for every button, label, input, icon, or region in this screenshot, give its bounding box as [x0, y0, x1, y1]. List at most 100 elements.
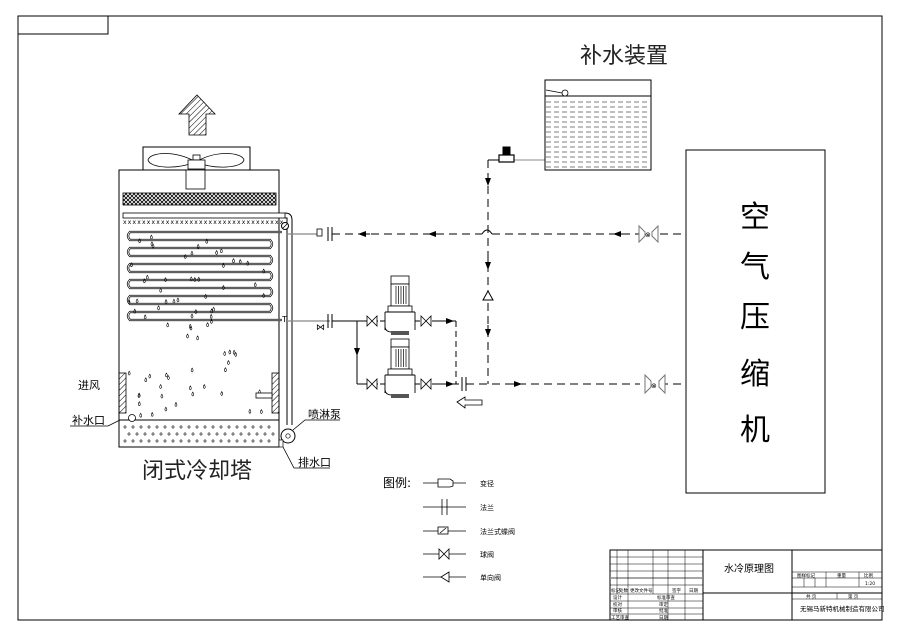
- sign-authorize: 批准: [659, 607, 668, 614]
- basin-water-mark: [235, 439, 239, 443]
- droplet: [189, 276, 193, 282]
- basin-water-mark: [187, 425, 191, 429]
- basin-water-mark: [267, 439, 271, 443]
- basin-water-mark: [203, 425, 207, 429]
- droplet: [150, 234, 153, 240]
- basin-water-mark: [235, 425, 239, 429]
- legend-reducer-icon: [423, 478, 466, 488]
- basin-water-mark: [187, 439, 191, 443]
- revision-header-date: 日期: [689, 588, 698, 594]
- basin-water-mark: [127, 432, 131, 436]
- sign-designer: 设计: [613, 594, 622, 601]
- droplet: [183, 254, 187, 259]
- basin-water-mark: [167, 432, 171, 436]
- basin-water-mark: [123, 439, 127, 443]
- basin-water-mark: [131, 439, 135, 443]
- revision-header-mark: 标记: [611, 587, 620, 594]
- droplet: [232, 258, 235, 264]
- float-valve-icon: [561, 89, 569, 97]
- droplet: [159, 287, 163, 293]
- droplet: [196, 243, 200, 249]
- droplet: [238, 259, 242, 264]
- legend-label-ball-valve: 球阀: [480, 550, 494, 559]
- droplet: [188, 323, 192, 329]
- cooling-tower: xxxxxxxxxxxxxxxxxxxxxxxxxxxxxxxxxx T: [70, 94, 340, 469]
- svg-text:xxxxxxxxxxxxxxxxxxxxxxxxxxxxxx: xxxxxxxxxxxxxxxxxxxxxxxxxxxxxxxxxx: [123, 219, 285, 226]
- basin-water-mark: [195, 439, 199, 443]
- legend-label-check-valve: 单向阀: [480, 573, 501, 582]
- droplet: [202, 383, 206, 389]
- droplet: [174, 401, 178, 407]
- droplet: [186, 333, 189, 339]
- droplet: [143, 314, 147, 320]
- basin-water-mark: [207, 432, 211, 436]
- air-inlet-louvre-right: [271, 372, 280, 414]
- droplet: [253, 282, 257, 287]
- legend-flange-icon: [423, 499, 466, 515]
- droplet: [190, 250, 194, 256]
- droplet: [204, 293, 207, 299]
- basin-water-mark: [259, 439, 263, 443]
- droplet: [190, 313, 194, 319]
- water-droplets: [127, 234, 266, 418]
- droplet: [222, 262, 225, 268]
- sign-standard-review: 标准审查: [657, 594, 675, 601]
- legend-label-reducer: 变径: [480, 479, 494, 488]
- droplet: [262, 268, 266, 274]
- droplet: [191, 391, 195, 397]
- legend-label-butterfly-valve: 法兰式蝶阀: [480, 527, 515, 536]
- revision-header-sign: 签字: [672, 587, 681, 594]
- scale-value: 1:20: [865, 581, 875, 587]
- droplet: [193, 276, 197, 282]
- basin-water-mark: [155, 425, 159, 429]
- basin-water-mark: [215, 432, 219, 436]
- droplet: [130, 262, 133, 268]
- sign-approved-by: 审定: [659, 601, 668, 608]
- sign-date: 日期: [659, 615, 668, 621]
- makeup-inlet-label: 补水口: [72, 414, 105, 427]
- svg-text:缩: 缩: [740, 357, 770, 392]
- droplet: [143, 278, 146, 284]
- droplet: [164, 299, 168, 305]
- droplet: [176, 297, 180, 303]
- droplet: [246, 260, 250, 266]
- butterfly-valve-bottom: ⊗: [644, 373, 666, 395]
- basin-water-mark: [171, 425, 175, 429]
- sheet-no-label: 第 页: [848, 593, 859, 600]
- droplet: [172, 298, 176, 304]
- weight-label: 重量: [837, 572, 846, 579]
- legend-label-flange: 法兰: [480, 503, 494, 512]
- pressure-reducing-valve-icon: [498, 146, 515, 163]
- droplet: [262, 292, 265, 298]
- basin-water-mark: [271, 432, 275, 436]
- droplet: [138, 401, 141, 407]
- total-sheets-label: 共 页: [806, 593, 817, 600]
- droplet: [260, 409, 263, 414]
- basin-water-mark: [155, 439, 159, 443]
- circulation-pump-1: [366, 275, 432, 335]
- flow-direction-arrow-icon: [456, 396, 483, 409]
- scale-label: 比例: [864, 572, 873, 579]
- droplet: [220, 390, 224, 396]
- basin-water-mark: [131, 425, 135, 429]
- basin-water-mark: [147, 439, 151, 443]
- basin-water-mark: [223, 432, 227, 436]
- basin-water-mark: [171, 439, 175, 443]
- basin-water-mark: [183, 432, 187, 436]
- makeup-device-label: 补水装置: [580, 44, 668, 69]
- circulation-pump-2: [366, 338, 432, 398]
- water-basin: [118, 419, 280, 448]
- droplet: [223, 350, 226, 356]
- basin-water-mark: [143, 432, 147, 436]
- basin-water-mark: [139, 425, 143, 429]
- basin-water-mark: [251, 439, 255, 443]
- ball-valve-icon: [420, 315, 432, 327]
- droplet: [150, 411, 154, 417]
- basin-water-mark: [219, 425, 223, 429]
- droplet: [138, 238, 141, 244]
- piping: ⊗ ⋈ ⊗: [287, 146, 686, 409]
- corner-tag-box: [17, 15, 109, 35]
- circulation-pumps: [366, 275, 432, 398]
- droplet: [210, 318, 213, 324]
- basin-water: [123, 425, 275, 443]
